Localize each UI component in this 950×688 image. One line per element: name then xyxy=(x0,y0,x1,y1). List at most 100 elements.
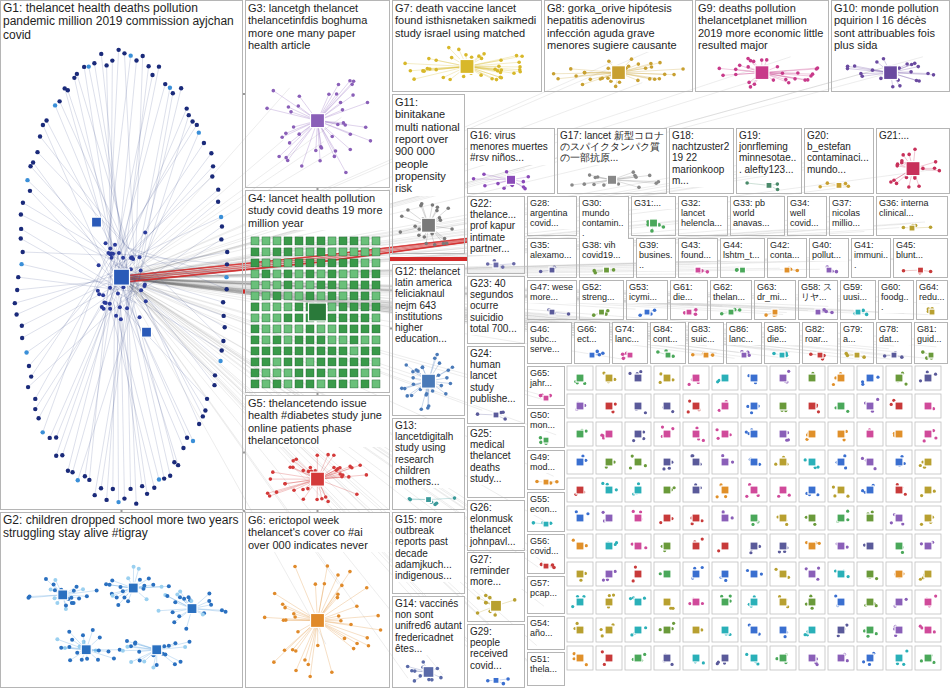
vertex-icon xyxy=(284,237,292,245)
tie-line xyxy=(127,294,131,489)
vertex-icon xyxy=(372,248,380,256)
vertex-dot xyxy=(411,376,415,380)
tie-line xyxy=(744,355,749,356)
tie-line xyxy=(820,185,839,186)
vertex-dot xyxy=(784,78,788,82)
vertex-dot xyxy=(163,653,167,657)
tie-line xyxy=(912,225,914,228)
vertex-dot xyxy=(593,271,597,275)
tie-line xyxy=(740,65,762,72)
vertex-dot xyxy=(314,582,318,586)
tie-line xyxy=(847,69,890,73)
vertex-icon xyxy=(361,237,369,245)
vertex-dot xyxy=(706,270,710,274)
vertex-dot xyxy=(688,399,691,402)
tie-line xyxy=(122,278,543,675)
vertex-dot xyxy=(614,403,617,406)
tie-line xyxy=(658,352,668,355)
vertex-dot xyxy=(202,141,206,145)
tie-line xyxy=(467,56,517,67)
tie-line xyxy=(827,267,829,270)
tie-line xyxy=(135,644,157,650)
vertex-dot xyxy=(583,404,586,407)
tie-line xyxy=(113,298,208,399)
vertex-dot xyxy=(133,640,137,644)
vertex-dot xyxy=(292,488,296,492)
tie-line xyxy=(316,121,318,151)
tie-line xyxy=(430,66,467,69)
tie-line xyxy=(115,84,166,270)
tie-line xyxy=(122,67,887,278)
tie-line xyxy=(133,578,149,588)
tie-line xyxy=(413,372,429,381)
vertex-dot xyxy=(905,62,909,66)
vertex-dot xyxy=(339,619,343,623)
vertex-dot xyxy=(106,251,110,255)
vertex-dot xyxy=(810,377,813,380)
vertex-dot xyxy=(613,378,616,381)
tie-line xyxy=(299,121,317,135)
vertex-dot xyxy=(917,79,921,83)
tie-line xyxy=(723,73,762,76)
vertex-icon xyxy=(251,369,259,377)
tie-line xyxy=(827,183,839,185)
vertex-dot xyxy=(895,182,899,186)
vertex-icon xyxy=(284,380,292,388)
vertex-icon xyxy=(306,292,314,300)
vertex-dot xyxy=(672,73,676,77)
vertex-dot xyxy=(197,130,201,134)
tie-line xyxy=(273,472,318,479)
tie-line xyxy=(648,223,653,225)
vertex-icon xyxy=(317,248,325,256)
vertex-dot xyxy=(280,135,284,139)
tie-line xyxy=(110,288,159,479)
vertex-dot xyxy=(757,404,760,407)
vertex-dot xyxy=(348,570,352,574)
vertex-dot xyxy=(139,288,143,292)
vertex-dot xyxy=(116,48,120,52)
tie-line xyxy=(318,620,358,643)
vertex-icon xyxy=(612,66,626,80)
vertex-dot xyxy=(125,306,129,310)
vertex-dot xyxy=(787,81,791,85)
vertex-dot xyxy=(400,214,404,218)
vertex-dot xyxy=(612,268,616,272)
vertex-dot xyxy=(273,592,277,596)
tie-line xyxy=(22,284,119,338)
vertex-icon xyxy=(273,248,281,256)
vertex-icon xyxy=(372,347,380,355)
vertex-dot xyxy=(306,663,310,667)
tie-line xyxy=(932,309,933,312)
vertex-dot xyxy=(811,72,815,76)
tie-line xyxy=(156,650,157,665)
tie-line xyxy=(74,78,114,257)
tie-line xyxy=(317,620,318,645)
vertex-dot xyxy=(219,237,223,241)
tie-line xyxy=(303,470,317,479)
tie-line xyxy=(318,121,333,137)
vertex-dot xyxy=(515,54,519,58)
vertex-dot xyxy=(476,611,480,615)
vertex-icon xyxy=(506,175,515,184)
small-group-cell xyxy=(770,394,796,418)
vertex-dot xyxy=(888,65,892,69)
vertex-dot xyxy=(157,609,161,613)
tie-line xyxy=(86,650,98,660)
tie-line xyxy=(666,351,668,355)
small-group-cell xyxy=(799,366,825,390)
tie-line xyxy=(602,311,608,312)
tie-line xyxy=(17,281,108,290)
vertex-dot xyxy=(221,339,225,343)
tie-line xyxy=(405,381,429,388)
vertex-dot xyxy=(349,623,353,627)
tie-line xyxy=(130,177,212,253)
tie-line xyxy=(541,440,546,442)
vertex-icon xyxy=(361,259,369,267)
vertex-dot xyxy=(140,484,144,488)
vertex-dot xyxy=(431,203,435,207)
vertex-dot xyxy=(428,67,432,71)
vertex-dot xyxy=(411,370,415,374)
vertex-dot xyxy=(894,351,898,355)
small-group-cell xyxy=(857,366,883,390)
vertex-dot xyxy=(846,67,850,71)
